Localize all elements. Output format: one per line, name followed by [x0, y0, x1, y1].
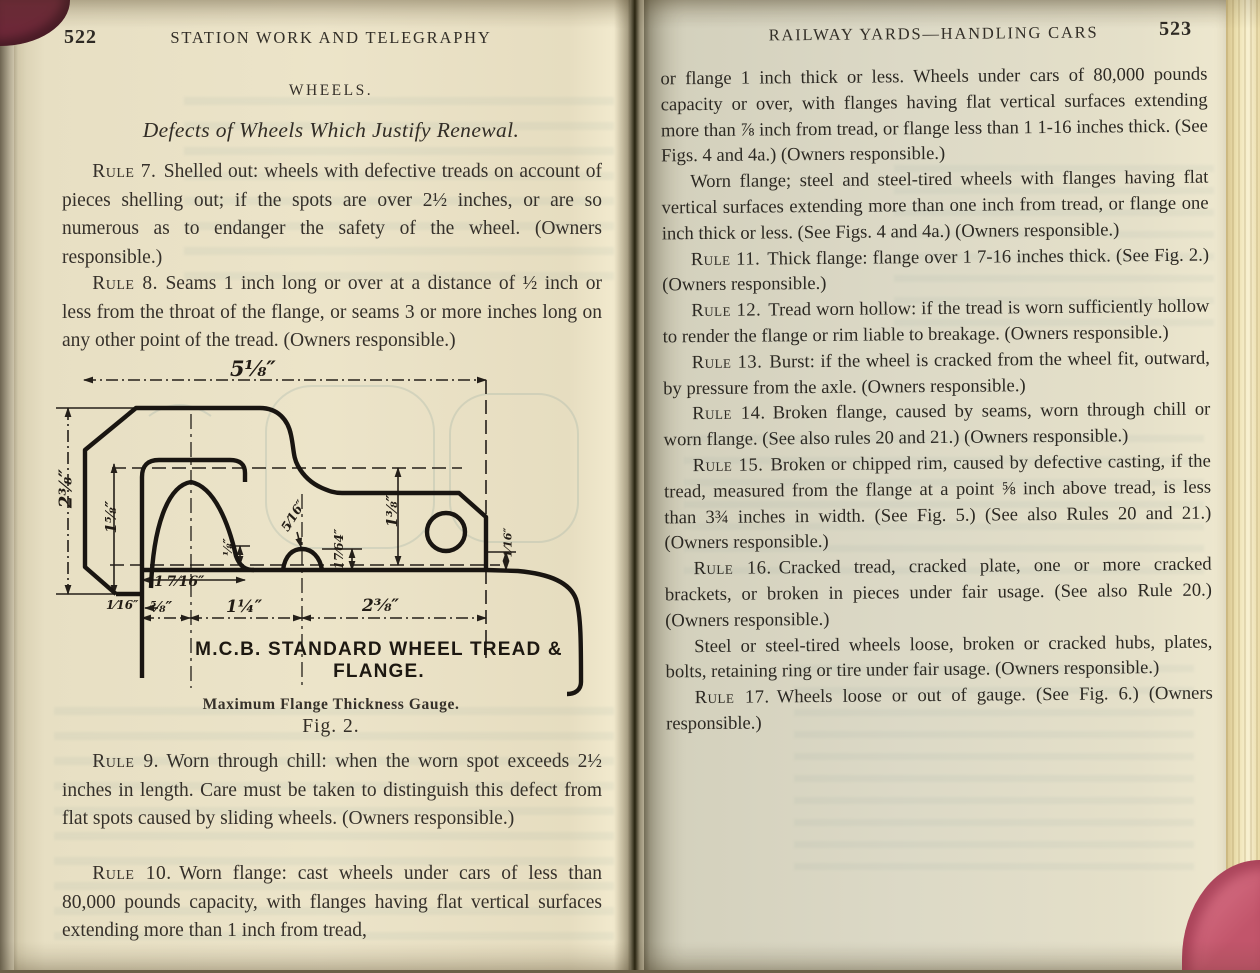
- gauge-profile-outline: [82, 405, 584, 697]
- dim-bottom-a: ⅝″: [150, 598, 173, 616]
- rule-body: or flange 1 inch thick or less. Wheels u…: [660, 63, 1208, 167]
- right-page: RAILWAY YARDS—HANDLING CARS 523 or flang…: [644, 0, 1226, 970]
- flange-curve: [485, 567, 584, 697]
- rule-8-paragraph: Rule 8.Seams 1 inch long or over at a di…: [62, 270, 602, 356]
- rule-13-paragraph: Rule 13.Burst: if the wheel is cracked f…: [663, 345, 1210, 401]
- rule-15-paragraph: Rule 15.Broken or chipped rim, caused by…: [664, 449, 1212, 557]
- right-page-content: RAILWAY YARDS—HANDLING CARS 523 or flang…: [640, 0, 1230, 973]
- rule-label: Rule 12.: [691, 299, 762, 322]
- rule-17-paragraph: Rule 17.Wheels loose or out of gauge. (S…: [666, 681, 1213, 737]
- figure-subcaption: Maximum Flange Thickness Gauge.: [202, 696, 460, 713]
- rule-body: Seams 1 inch long or over at a distance …: [62, 273, 602, 352]
- rule-body: Worn flange; steel and steel-tired wheel…: [661, 166, 1209, 245]
- rule-label: Rule 8.: [92, 273, 159, 294]
- running-header: RAILWAY YARDS—HANDLING CARS: [768, 22, 1099, 45]
- rule-12-paragraph: Rule 12.Tread worn hollow: if the tread …: [662, 294, 1210, 350]
- rule-label: Rule 9.: [92, 751, 159, 772]
- rule-16-paragraph: Rule 16.Cracked tread, cracked plate, on…: [665, 552, 1213, 634]
- page-number: 522: [64, 26, 97, 48]
- wheel-gauge-figure: 5⅛″ 2⅜″ 1⅝″ 1 7⁄16″ ⅛″ 5⁄16″ 17⁄64″ 1⅜″ …: [54, 356, 632, 698]
- dim-bottom-c: 2⅜″: [362, 596, 400, 616]
- book-gutter: [614, 0, 650, 970]
- flange-arch: [148, 479, 255, 589]
- dim-inner-left: 1⅝″: [102, 500, 120, 534]
- dim-bottom-small: 1⁄16″: [106, 598, 139, 612]
- dim-top-width: 5⅛″: [230, 356, 276, 381]
- rule-10-paragraph: Rule 10.Worn flange: cast wheels under c…: [62, 860, 602, 946]
- flange-slot: [139, 457, 248, 678]
- rule-9-paragraph: Rule 9.Worn through chill: when the worn…: [62, 748, 602, 834]
- rule-body: Steel or steel-tired wheels loose, broke…: [665, 631, 1213, 683]
- rule-label: Rule 13.: [691, 351, 763, 373]
- figure-caption: M.C.B. STANDARD WHEEL TREAD & FLANGE.: [195, 639, 563, 682]
- rule-label: Rule 15.: [692, 454, 764, 477]
- rule-label: Rule 11.: [690, 248, 761, 270]
- rule-label: Rule 14.: [692, 402, 766, 425]
- section-heading: WHEELS.: [288, 82, 374, 99]
- dim-left-height: 2⅜″: [55, 468, 77, 509]
- rule-body: Worn through chill: when the worn spot e…: [62, 751, 602, 830]
- steel-wheels-paragraph: Steel or steel-tired wheels loose, broke…: [665, 629, 1213, 685]
- rule-body: Shelled out: wheels with defective tread…: [62, 161, 602, 268]
- dim-bottom-b: 1¼″: [226, 597, 263, 616]
- dim-right-small: 1⁄16″: [501, 527, 515, 558]
- rule-label: Rule 17.: [694, 686, 770, 709]
- continuation-paragraph: or flange 1 inch thick or less. Wheels u…: [660, 62, 1208, 170]
- gauge-hole: [424, 510, 468, 554]
- dim-inner-right: 1⅜″: [383, 494, 401, 528]
- text-column: or flange 1 inch thick or less. Wheels u…: [660, 62, 1213, 737]
- rule-14-paragraph: Rule 14.Broken flange, caused by seams, …: [663, 397, 1211, 453]
- wheel-gauge-drawing: [56, 376, 584, 697]
- worn-flange-paragraph: Worn flange; steel and steel-tired wheel…: [661, 165, 1209, 247]
- rule-11-paragraph: Rule 11.Thick flange: flange over 1 7-16…: [662, 242, 1209, 298]
- dim-throat: ⅛″: [221, 538, 235, 556]
- rule-7-paragraph: Rule 7.Shelled out: wheels with defectiv…: [62, 158, 602, 272]
- page-fore-edge: [1226, 0, 1260, 970]
- tread-dome: [280, 546, 325, 571]
- rule-label: Rule 7.: [92, 161, 157, 182]
- binding-edge-shadow: [0, 0, 18, 970]
- rule-label: Rule 16.: [693, 557, 772, 580]
- rule-body: Worn flange: cast wheels under cars of l…: [62, 863, 602, 942]
- figure-label: Fig. 2.: [302, 716, 360, 737]
- rule-label: Rule 10.: [92, 863, 172, 884]
- page-number: 523: [1158, 17, 1193, 41]
- subheading: Defects of Wheels Which Justify Renewal.: [142, 118, 520, 142]
- left-page: 522 STATION WORK AND TELEGRAPHY WHEELS. …: [14, 0, 630, 970]
- running-header: STATION WORK AND TELEGRAPHY: [170, 28, 492, 47]
- dim-step: 17⁄64″: [332, 528, 346, 570]
- dim-inner-width: 1 7⁄16″: [154, 574, 205, 590]
- dimension-lines: [56, 376, 516, 688]
